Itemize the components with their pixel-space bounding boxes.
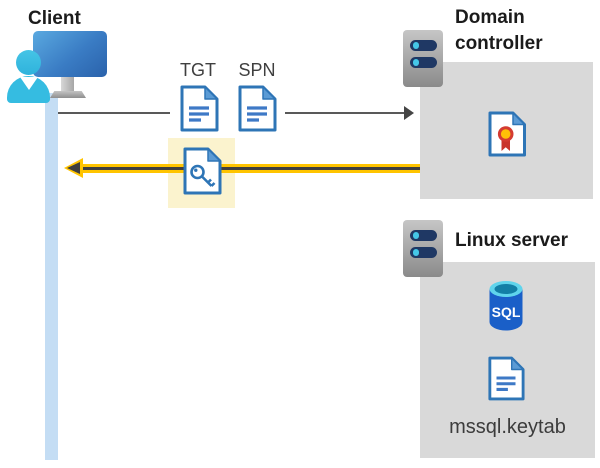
domain-controller-server-icon [403,30,443,87]
user-collar-shape [20,77,38,90]
response-arrow [64,158,420,178]
spn-document-icon [228,83,285,134]
response-arrowhead-inner [67,162,80,174]
document-icon [180,85,219,132]
tgt-label: TGT [180,60,216,80]
key-document-icon [183,147,222,195]
server-bar-icon [410,57,437,68]
server-bar-icon [410,40,437,51]
sql-database-icon: SQL [489,281,523,331]
document-icon [238,85,276,132]
server-bar-icon [410,230,437,241]
sql-text: SQL [492,304,521,320]
linux-server-icon [403,220,443,277]
request-arrowhead-icon [404,106,414,120]
client-timeline-bar [45,93,58,460]
server-led-icon [412,59,419,66]
server-led-icon [412,249,419,256]
client-label: Client [28,8,81,29]
linux-server-label: Linux server [455,230,568,251]
keytab-document-icon [488,356,525,401]
spn-label: SPN [238,60,276,80]
user-icon [16,50,41,75]
server-bar-icon [410,247,437,258]
client-monitor-icon [33,31,107,77]
domain-controller-label: Domain controller [455,7,543,54]
keytab-filename-label: mssql.keytab [449,416,566,438]
monitor-stand-base [50,91,86,98]
certificate-icon [488,111,526,157]
server-led-icon [412,232,419,239]
server-led-icon [412,42,419,49]
response-arrow-core [78,167,420,170]
monitor-stand-neck [61,77,74,92]
tgt-document-icon [170,83,228,134]
